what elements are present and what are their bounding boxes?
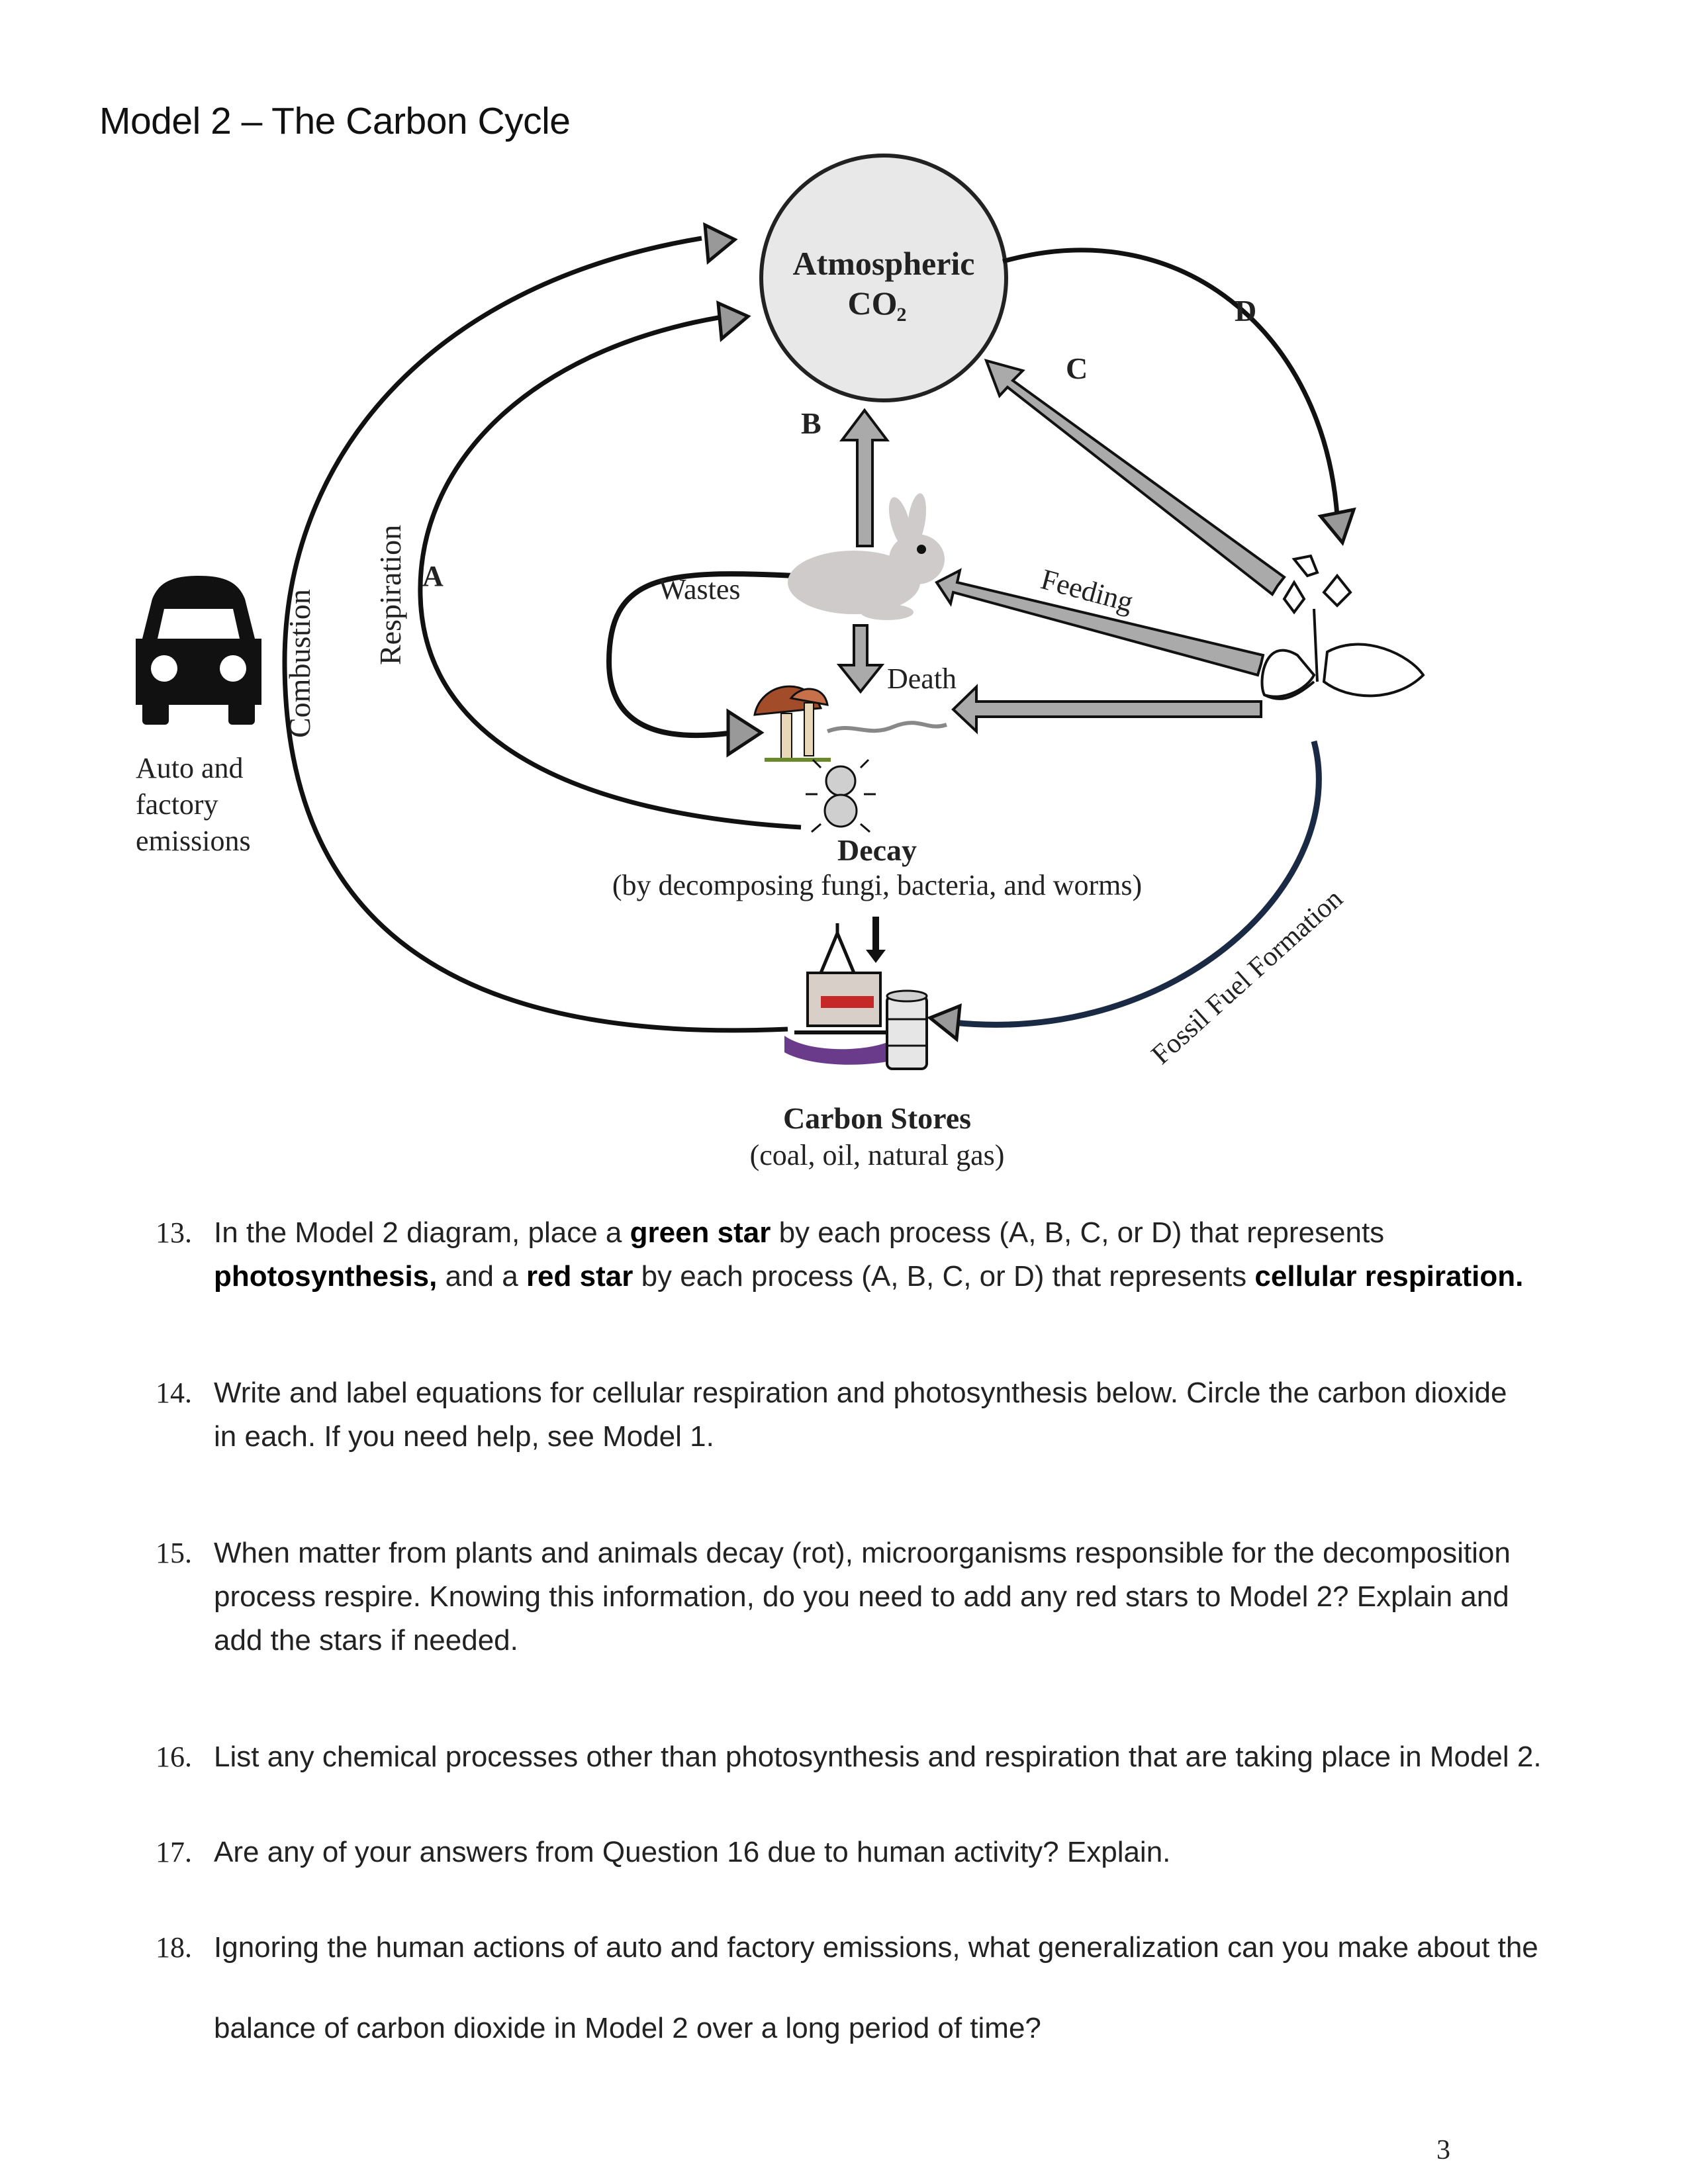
question-18: 18. Ignoring the human actions of auto a… <box>156 1926 1585 2050</box>
q13-text-2: by each process (A, B, C, or D) that rep… <box>771 1216 1385 1249</box>
question-number: 16. <box>156 1741 192 1773</box>
q18-line-1: Ignoring the human actions of auto and f… <box>214 1931 1538 1964</box>
wastes-label: Wastes <box>659 573 741 606</box>
question-16: 16. List any chemical processes other th… <box>156 1735 1585 1779</box>
respiration-arrow <box>418 315 802 830</box>
process-d-arrowhead <box>1317 507 1356 547</box>
label-d: D <box>1235 294 1256 328</box>
wastes-arrow-inner <box>616 580 795 729</box>
decomposers-icon <box>753 685 947 833</box>
q13-text-4: by each process (A, B, C, or D) that rep… <box>633 1260 1255 1293</box>
atmospheric-co2-node: Atmospheric CO 2 <box>759 154 1008 402</box>
question-14: 14. Write and label equations for cellul… <box>156 1371 1585 1459</box>
q17-line-1: Are any of your answers from Question 16… <box>214 1836 1171 1868</box>
question-15: 15. When matter from plants and animals … <box>156 1531 1585 1662</box>
q15-line-1: When matter from plants and animals deca… <box>214 1537 1511 1569</box>
carbon-stores-icon <box>784 923 928 1070</box>
co2-subscript: 2 <box>897 304 907 326</box>
q18-line-2: balance of carbon dioxide in Model 2 ove… <box>214 2012 1041 2044</box>
question-13: 13. In the Model 2 diagram, place a gree… <box>156 1211 1585 1298</box>
car-icon <box>136 576 261 725</box>
q15-line-3: add the stars if needed. <box>214 1624 518 1657</box>
combustion-label: Combustion <box>283 589 316 738</box>
emissions-label-2: factory <box>136 788 218 821</box>
atmospheric-label: Atmospheric <box>793 245 975 282</box>
fossil-fuel-arrow <box>953 740 1322 1028</box>
q14-line-1: Write and label equations for cellular r… <box>214 1377 1507 1409</box>
q14-line-2: in each. If you need help, see Model 1. <box>214 1420 714 1453</box>
q13-text-3: and a <box>437 1260 526 1293</box>
feeding-arrow <box>935 568 1265 677</box>
q16-line-1: List any chemical processes other than p… <box>214 1741 1542 1773</box>
label-a: A <box>422 560 444 592</box>
combustion-arrow <box>282 236 788 1033</box>
carbon-stores-label: Carbon Stores <box>783 1101 971 1135</box>
combustion-arrowhead <box>703 222 738 265</box>
label-c: C <box>1066 351 1088 385</box>
question-number: 18. <box>156 1931 192 1964</box>
death-arrow <box>836 624 885 694</box>
co2-label: CO <box>848 285 898 322</box>
plant-death-arrow <box>951 684 1262 735</box>
respiration-label: Respiration <box>373 525 407 665</box>
emissions-label-1: Auto and <box>136 752 244 784</box>
page-title: Model 2 – The Carbon Cycle <box>99 100 571 142</box>
question-17: 17. Are any of your answers from Questio… <box>156 1831 1585 1874</box>
q13-photosynthesis: photosynthesis, <box>214 1260 438 1293</box>
emissions-label-3: emissions <box>136 825 251 857</box>
question-number: 14. <box>156 1377 192 1409</box>
decay-label: Decay <box>837 833 917 867</box>
wastes-arrow <box>606 571 795 739</box>
respiration-arrowhead <box>716 300 751 343</box>
fossil-fuel-arrowhead <box>927 1003 962 1042</box>
death-label: Death <box>887 662 957 695</box>
rabbit-icon <box>788 493 945 620</box>
question-number: 17. <box>156 1836 192 1868</box>
q13-red-star: red star <box>526 1260 633 1293</box>
q13-text-1: In the Model 2 diagram, place a <box>214 1216 630 1249</box>
page-number: 3 <box>1436 2135 1450 2165</box>
wastes-arrowhead <box>726 708 765 758</box>
q15-line-2: process respire. Knowing this informatio… <box>214 1580 1509 1613</box>
plant-icon <box>1260 554 1425 700</box>
decay-sublabel: (by decomposing fungi, bacteria, and wor… <box>612 869 1142 901</box>
carbon-stores-sublabel: (coal, oil, natural gas) <box>750 1139 1005 1171</box>
carbon-cycle-diagram: Atmospheric CO 2 <box>136 154 1425 1171</box>
q13-cellular-respiration: cellular respiration. <box>1254 1260 1524 1293</box>
question-number: 15. <box>156 1537 192 1569</box>
question-number: 13. <box>156 1216 192 1249</box>
process-c-arrow <box>984 359 1286 596</box>
label-b: B <box>801 406 821 440</box>
q13-green-star: green star <box>630 1216 771 1249</box>
process-b-arrow <box>839 408 890 547</box>
process-d-arrow <box>1002 248 1340 517</box>
decay-to-stores-arrow <box>866 917 886 963</box>
